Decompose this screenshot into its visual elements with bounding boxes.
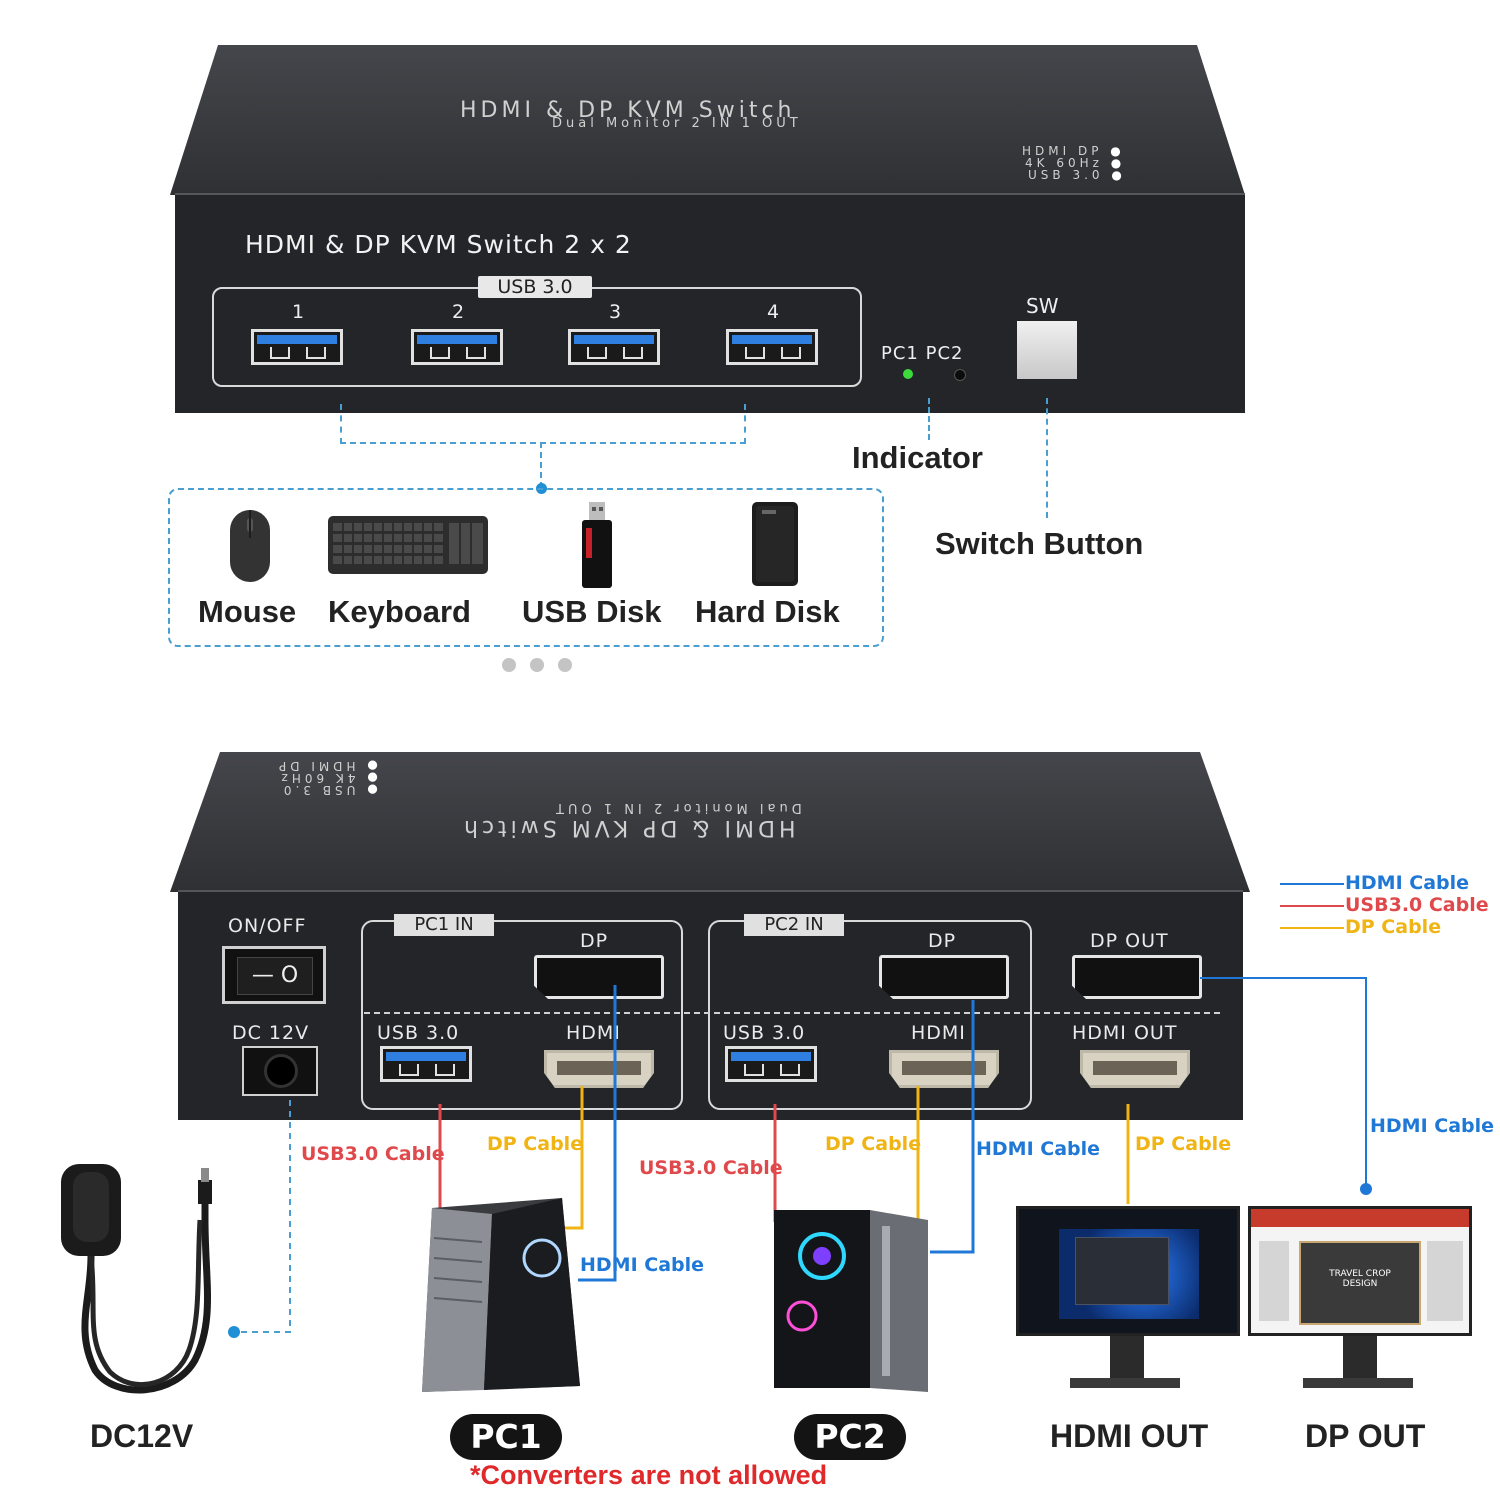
switch-button-label: Switch Button — [935, 526, 1144, 561]
hdmi-out-port[interactable] — [1080, 1050, 1190, 1088]
back-divider — [364, 1012, 1220, 1014]
pc1-badge: PC1 — [450, 1414, 562, 1460]
switch-button[interactable] — [1017, 321, 1077, 379]
pc2-dp-cable-label: DP Cable — [825, 1133, 922, 1155]
pc2-in-tag: PC2 IN — [744, 914, 844, 936]
dp-out-title: DP OUT — [1305, 1418, 1426, 1454]
pc2-hdmi-cable-label: HDMI Cable — [976, 1138, 1101, 1160]
device-top-subtitle: Dual Monitor 2 IN 1 OUT — [552, 116, 802, 131]
peripheral-hard-disk: Hard Disk — [695, 594, 840, 629]
pc2-dp-label: DP — [928, 930, 957, 952]
dp-out-label: DP OUT — [1090, 930, 1169, 952]
pc1-tower-icon — [422, 1198, 580, 1392]
pc2-in-group — [708, 920, 1032, 1110]
legend-hdmi-line — [1280, 883, 1344, 885]
legend-dp-line — [1280, 927, 1344, 929]
usb-bracket-stem — [540, 442, 542, 488]
legend-usb-line — [1280, 905, 1344, 907]
pc1-hdmi-port[interactable] — [544, 1050, 654, 1088]
device-top-title: HDMI & DP KVM Switch — [460, 98, 796, 123]
on-off-label: ON/OFF — [228, 915, 307, 937]
pc1-hdmi-label: HDMI — [566, 1022, 621, 1044]
usb-port-4[interactable] — [726, 329, 818, 365]
hdmi-out-title: HDMI OUT — [1050, 1418, 1209, 1454]
legend-dp-cable: DP Cable — [1345, 916, 1442, 938]
usb-disk-icon — [582, 502, 612, 588]
pc1-dp-port[interactable] — [534, 955, 664, 999]
usb-bracket-connector — [340, 404, 746, 444]
pc1-dp-label: DP — [580, 930, 609, 952]
legend-usb-cable: USB3.0 Cable — [1345, 894, 1489, 916]
dp-monitor-stand — [1343, 1336, 1377, 1380]
out-dp-cable-label: DP Cable — [1135, 1133, 1232, 1155]
legend-hdmi-cable: HDMI Cable — [1345, 872, 1470, 894]
pc1-dp-cable-label: DP Cable — [487, 1133, 584, 1155]
pc2-led-icon — [954, 369, 966, 381]
pc2-badge: PC2 — [794, 1414, 906, 1460]
usb-group-tag: USB 3.0 — [478, 276, 592, 298]
slide-title-line-1: TRAVEL CROP — [1329, 1269, 1391, 1279]
back-device-top-surface — [170, 752, 1250, 892]
pc1-in-tag: PC1 IN — [394, 914, 494, 936]
usb-port-3[interactable] — [568, 329, 660, 365]
spec-line-1: HDMI DP ● — [1022, 144, 1125, 158]
pc1-hdmi-cable-label: HDMI Cable — [580, 1254, 705, 1276]
converter-note: *Converters are not allowed — [470, 1460, 828, 1490]
pc2-usb-port[interactable] — [725, 1046, 817, 1082]
pagination-dots — [502, 657, 572, 676]
pc2-hdmi-label: HDMI — [911, 1022, 966, 1044]
pc2-usb-label: USB 3.0 — [723, 1022, 806, 1044]
hdmi-out-label: HDMI OUT — [1072, 1022, 1178, 1044]
keyboard-icon — [328, 516, 488, 574]
pc2-dp-port[interactable] — [879, 955, 1009, 999]
pc2-tower-icon — [774, 1210, 928, 1392]
hdmi-monitor-base — [1070, 1378, 1180, 1388]
spec-line-2: 4K 60Hz ● — [1025, 156, 1126, 170]
peripheral-mouse: Mouse — [198, 594, 297, 629]
pc1-usb-cable-label: USB3.0 Cable — [301, 1143, 445, 1165]
switch-button-leader — [1046, 398, 1048, 518]
pc1-usb-port[interactable] — [380, 1046, 472, 1082]
dp-monitor: TRAVEL CROP DESIGN — [1248, 1206, 1472, 1336]
hdmi-monitor-stand — [1110, 1336, 1144, 1380]
indicator-leader — [928, 398, 930, 440]
pc2-hdmi-port[interactable] — [889, 1050, 999, 1088]
pc1-in-group — [361, 920, 683, 1110]
dc-port-label: DC 12V — [232, 1022, 310, 1044]
hdmi-monitor — [1016, 1206, 1240, 1336]
port-number-3: 3 — [608, 301, 622, 323]
dc12v-label: DC12V — [90, 1418, 194, 1454]
mouse-icon — [230, 510, 270, 582]
dc-power-jack[interactable] — [242, 1046, 318, 1096]
sw-label: SW — [1026, 294, 1059, 318]
pc1-led-icon — [903, 369, 913, 379]
port-number-2: 2 — [451, 301, 465, 323]
power-switch[interactable]: — O — [222, 946, 326, 1004]
pc2-usb-cable-label: USB3.0 Cable — [639, 1157, 783, 1179]
usb-port-2[interactable] — [411, 329, 503, 365]
hard-disk-icon — [752, 502, 798, 586]
spec-line-3: USB 3.0 ● — [1028, 168, 1126, 182]
slide-title-line-2: DESIGN — [1342, 1279, 1378, 1289]
dp-monitor-base — [1303, 1378, 1413, 1388]
pc1-usb-label: USB 3.0 — [377, 1022, 460, 1044]
power-adapter-icon — [61, 1164, 212, 1394]
out-hdmi-cable-label: HDMI Cable — [1370, 1115, 1495, 1137]
indicator-label: Indicator — [852, 440, 983, 475]
peripherals-box — [168, 488, 884, 647]
pc-indicator-labels: PC1 PC2 — [881, 343, 964, 364]
port-number-4: 4 — [766, 301, 780, 323]
port-number-1: 1 — [291, 301, 305, 323]
device-top-surface — [170, 45, 1245, 195]
front-panel-title: HDMI & DP KVM Switch 2 x 2 — [245, 230, 632, 259]
peripheral-usb-disk: USB Disk — [522, 594, 662, 629]
peripheral-keyboard: Keyboard — [328, 594, 471, 629]
usb-port-1[interactable] — [251, 329, 343, 365]
